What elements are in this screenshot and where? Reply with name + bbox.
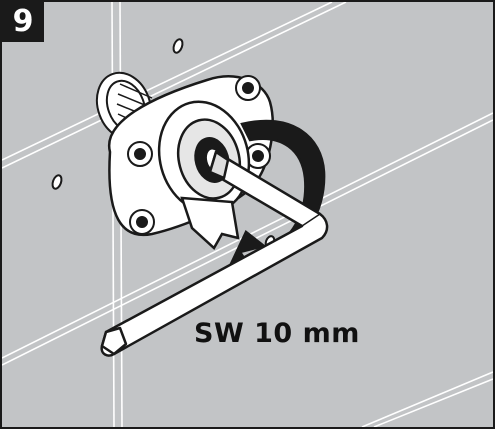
allen-key-icon (100, 150, 329, 357)
step-number-badge: 9 (2, 2, 44, 42)
wrench-size-label: SW 10 mm (194, 318, 360, 349)
mounting-flange (107, 75, 274, 237)
flange-bolts (127, 75, 271, 235)
